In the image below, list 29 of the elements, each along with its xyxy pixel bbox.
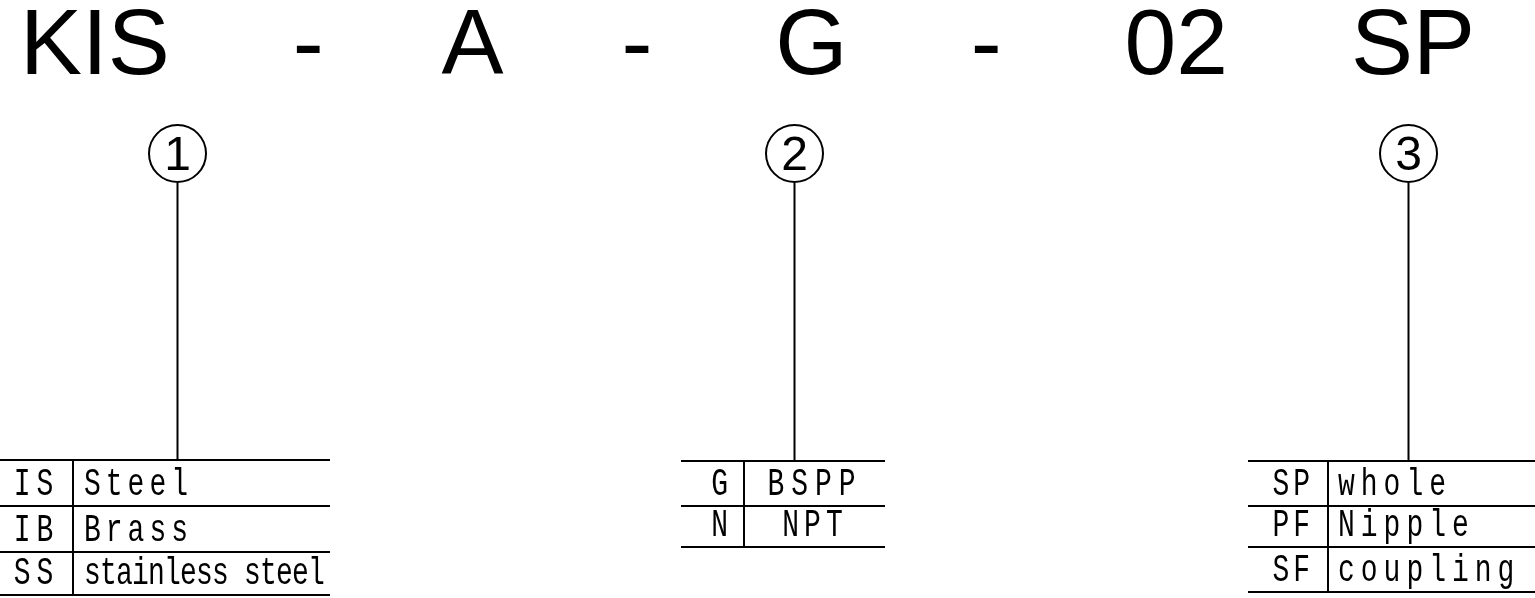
option-code: IB bbox=[13, 511, 60, 551]
option-description: BSPP bbox=[767, 465, 863, 505]
option-code: PF bbox=[1272, 506, 1314, 546]
option-description: Nipple bbox=[1338, 506, 1475, 546]
option-code: G bbox=[711, 465, 728, 505]
option-code: SS bbox=[13, 554, 60, 594]
option-description: coupling bbox=[1338, 551, 1521, 591]
callout-number: 3 bbox=[1395, 129, 1422, 178]
callout-number: 1 bbox=[164, 129, 191, 178]
callout-number: 2 bbox=[781, 129, 808, 178]
leader-line bbox=[793, 182, 796, 461]
option-description: Brass bbox=[84, 511, 193, 551]
option-code: SP bbox=[1272, 465, 1314, 505]
option-table bbox=[0, 459, 330, 596]
option-table bbox=[681, 460, 885, 548]
option-code: N bbox=[711, 506, 728, 546]
callout-circle bbox=[148, 124, 207, 183]
option-code: SF bbox=[1272, 551, 1314, 591]
option-description: stainless steel bbox=[84, 554, 325, 594]
callout-circle bbox=[1379, 124, 1438, 183]
option-table bbox=[1248, 460, 1535, 593]
callout-circle bbox=[765, 124, 824, 183]
option-code: IS bbox=[13, 465, 60, 505]
option-description: NPT bbox=[782, 506, 848, 546]
option-description: whole bbox=[1338, 465, 1452, 505]
leader-line bbox=[176, 182, 179, 460]
model-code-heading: KIS - A - G - 02 SP bbox=[20, 1, 1475, 85]
leader-line bbox=[1407, 182, 1410, 461]
option-description: Steel bbox=[84, 465, 193, 505]
